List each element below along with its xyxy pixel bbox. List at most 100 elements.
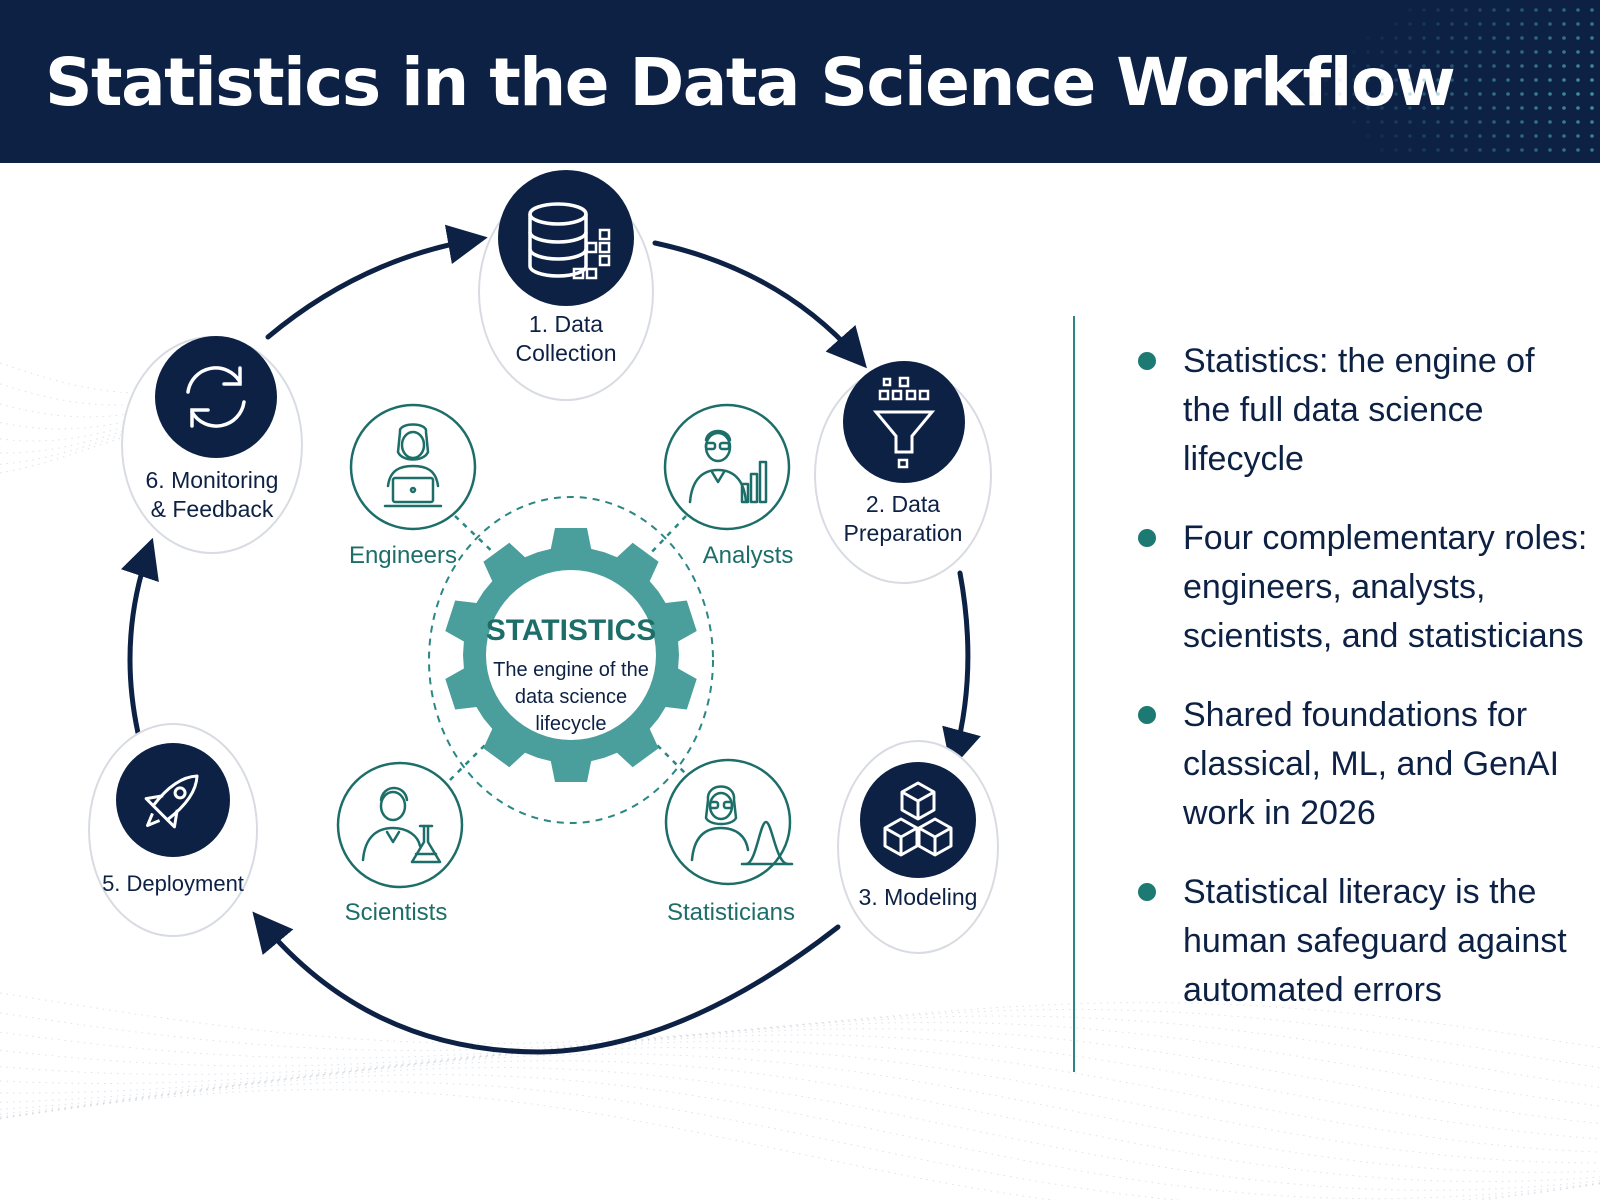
header-dot	[1380, 64, 1384, 68]
header-dot	[1506, 120, 1510, 124]
vertical-divider	[1073, 316, 1075, 1072]
header-dot	[1548, 134, 1552, 138]
header-dot	[1366, 50, 1370, 54]
header-dot	[1366, 36, 1370, 40]
header-dot	[1408, 22, 1412, 26]
header-dot	[1352, 92, 1356, 96]
background-wave-line	[0, 1066, 1600, 1191]
header-dot	[1338, 64, 1342, 68]
cubes-icon	[883, 781, 953, 857]
header-dot	[1534, 50, 1538, 54]
header-dot	[1394, 120, 1398, 124]
bullet-item: Statistical literacy is the human safegu…	[1138, 868, 1588, 1015]
header-dot	[1436, 120, 1440, 124]
header-dot	[1562, 120, 1566, 124]
header-dot	[1338, 92, 1342, 96]
header-dot	[1478, 92, 1482, 96]
bullet-text: Shared foundations for classical, ML, an…	[1183, 696, 1560, 832]
stage-label-line-2: Preparation	[844, 520, 963, 546]
header-dot	[1520, 64, 1524, 68]
header-dot	[1520, 8, 1524, 12]
stage-label-line-2: Collection	[516, 340, 617, 366]
stage-icon-circle	[498, 170, 634, 306]
header-dot	[1408, 106, 1412, 110]
header-dot	[1576, 92, 1580, 96]
stage-label-line-2: & Feedback	[151, 496, 274, 522]
header-dot	[1562, 92, 1566, 96]
header-dot	[1408, 50, 1412, 54]
header-dot	[1478, 64, 1482, 68]
header-dot	[1576, 148, 1580, 152]
header-dot	[1394, 50, 1398, 54]
bullet-item: Shared foundations for classical, ML, an…	[1138, 691, 1588, 838]
header-dot	[1464, 50, 1468, 54]
header-dot	[1520, 148, 1524, 152]
arrow-deployment-to-monitoring	[121, 537, 159, 736]
header-dot	[1520, 50, 1524, 54]
header-dot	[1352, 120, 1356, 124]
header-dot	[1450, 78, 1454, 82]
header-dot	[1492, 78, 1496, 82]
role-circle	[336, 761, 464, 889]
header-dot	[1506, 106, 1510, 110]
role-circle	[664, 758, 792, 886]
header-dot	[1464, 106, 1468, 110]
header-dot	[1534, 120, 1538, 124]
header-dot	[1464, 64, 1468, 68]
header-dot	[1492, 8, 1496, 12]
header-dot	[1534, 22, 1538, 26]
header-dot	[1590, 50, 1594, 54]
stage-modeling: 3. Modeling	[837, 740, 999, 954]
arrow-modeling-to-deployment	[252, 911, 841, 1055]
header-dot	[1478, 78, 1482, 82]
header-dot	[1576, 78, 1580, 82]
header-dot	[1492, 106, 1496, 110]
header-dot	[1394, 92, 1398, 96]
header-dot	[1576, 120, 1580, 124]
stage-icon-circle	[155, 336, 277, 458]
bullet-item: Statistics: the engine of the full data …	[1138, 337, 1588, 484]
header-dot	[1478, 120, 1482, 124]
header-dot	[1450, 64, 1454, 68]
header-dot	[1394, 36, 1398, 40]
header-dot	[1520, 22, 1524, 26]
header-dot	[1492, 92, 1496, 96]
header-dot	[1520, 106, 1524, 110]
bullet-text: Four complementary roles: engineers, ana…	[1183, 519, 1588, 655]
header-dot	[1562, 22, 1566, 26]
header-dot	[1436, 50, 1440, 54]
header-dot	[1590, 22, 1594, 26]
header-dot	[1492, 120, 1496, 124]
cycle-arrows	[121, 224, 981, 1055]
header-dot	[1394, 22, 1398, 26]
header-dot	[1324, 78, 1328, 82]
header-dot	[1520, 36, 1524, 40]
header-dot	[1478, 36, 1482, 40]
header-dot	[1464, 92, 1468, 96]
header-dot	[1450, 36, 1454, 40]
header-dot	[1408, 120, 1412, 124]
header-dot	[1590, 36, 1594, 40]
header-dot	[1450, 22, 1454, 26]
arrow-collection-to-preparation	[652, 240, 867, 369]
header-dot	[1464, 134, 1468, 138]
header-dot	[1520, 120, 1524, 124]
header-dot	[1422, 148, 1426, 152]
header-dot	[1464, 36, 1468, 40]
header-dot	[1380, 36, 1384, 40]
stage-icon-circle	[843, 361, 965, 483]
header-dot	[1380, 106, 1384, 110]
header-dot	[1422, 8, 1426, 12]
background-wave-line	[0, 1081, 1600, 1200]
header-dot	[1422, 22, 1426, 26]
header-dot	[1408, 64, 1412, 68]
header-dot	[1422, 120, 1426, 124]
header-dot	[1548, 8, 1552, 12]
header-dot	[1436, 22, 1440, 26]
stage-label-line-1: 5. Deployment	[102, 871, 244, 896]
header-dot	[1436, 36, 1440, 40]
header-dot	[1464, 8, 1468, 12]
statistics-gear	[445, 528, 697, 782]
header-dot	[1422, 134, 1426, 138]
stage-label-line-1: 1. Data	[529, 311, 603, 337]
